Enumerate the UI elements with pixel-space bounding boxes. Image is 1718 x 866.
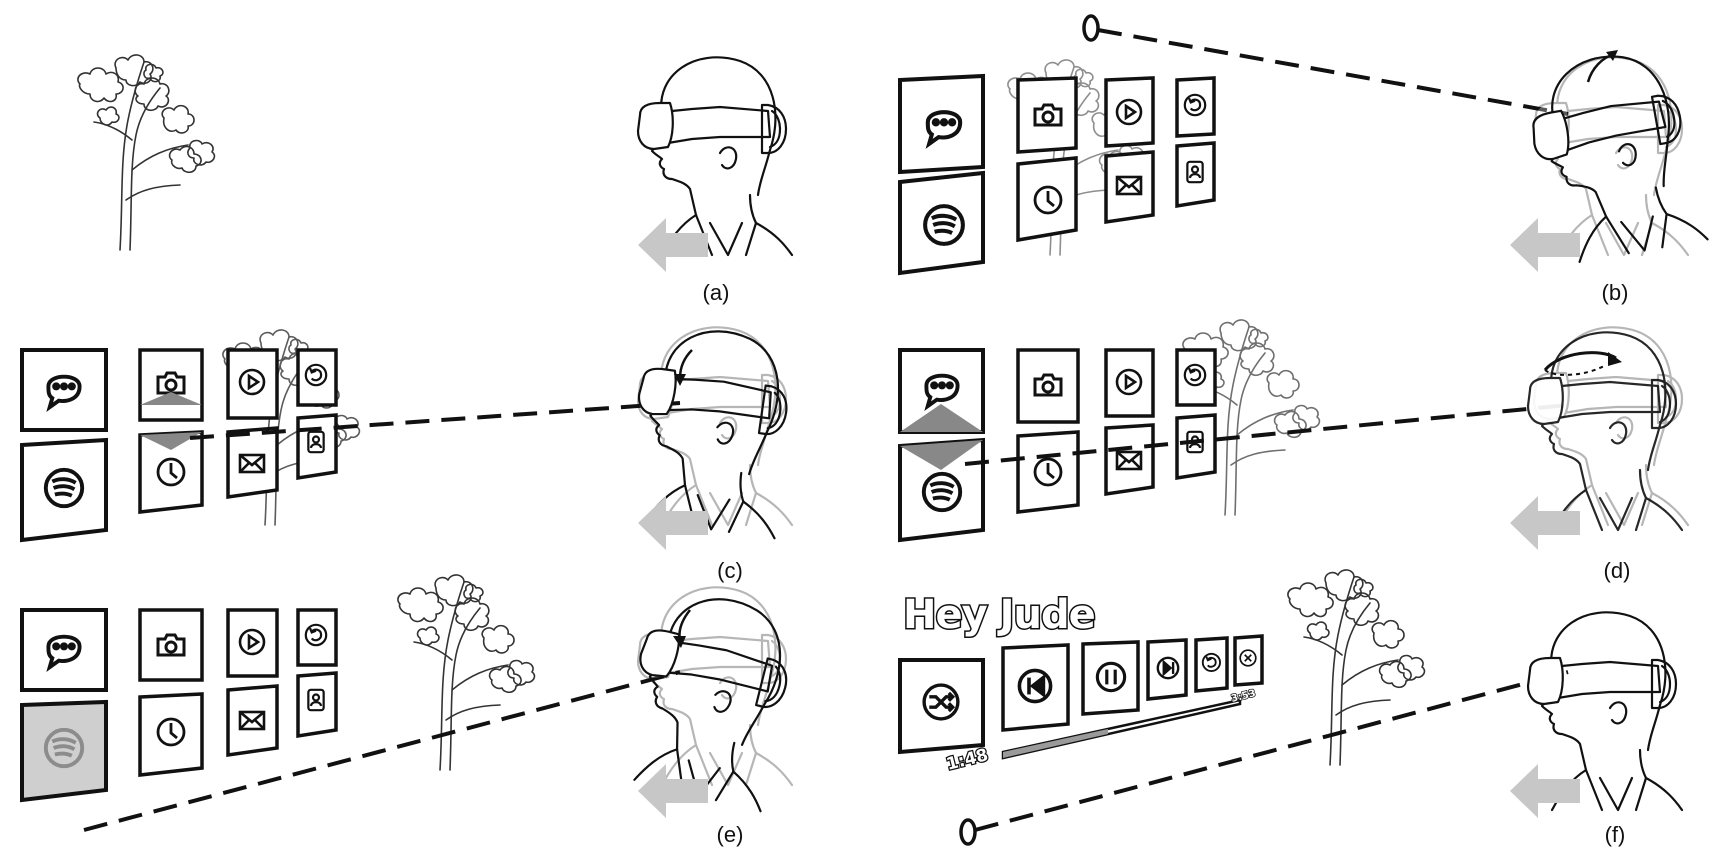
undo-tile[interactable] (1175, 348, 1217, 407)
tree-sketch (77, 54, 216, 251)
menu-large-tiles (20, 608, 108, 803)
music-player: Hey Jude 1:48 3:53 (898, 591, 1264, 776)
total-time: 3:53 (1230, 688, 1257, 705)
gaze-cursor-icon (1082, 14, 1100, 42)
head-tilt-arrow-icon (678, 349, 693, 379)
song-title: Hey Jude (903, 592, 1095, 638)
movement-arrow-icon (1510, 764, 1580, 818)
movement-arrow-icon (1510, 218, 1580, 272)
hover-indicator (900, 440, 983, 470)
gaze-ray (1082, 14, 1569, 116)
hover-indicator (140, 392, 202, 405)
shuffle-button[interactable] (898, 658, 985, 755)
panel-caption: (d) (1604, 558, 1631, 583)
menu-app-grid (1016, 348, 1217, 514)
play-tile[interactable] (1104, 348, 1155, 418)
gaze-cursor-icon (959, 818, 977, 846)
camera-tile[interactable] (138, 608, 204, 682)
hover-indicator (140, 432, 202, 450)
mail-tile[interactable] (1104, 423, 1155, 497)
panel-a: (a) (77, 54, 794, 305)
mail-tile[interactable] (226, 426, 279, 500)
play-tile[interactable] (226, 608, 279, 678)
camera-tile[interactable] (1016, 348, 1080, 424)
panel-caption: (f) (1605, 822, 1626, 847)
head-turn-arrow-icon (1543, 351, 1617, 372)
panel-e: (e) (20, 574, 810, 847)
panel-f: Hey Jude 1:48 3:53 (f) (898, 569, 1684, 847)
pause-button[interactable] (1081, 640, 1140, 716)
play-tile[interactable] (226, 348, 279, 420)
undo-button[interactable] (1194, 636, 1229, 693)
menu-app-grid (1016, 76, 1216, 243)
panel-caption: (b) (1602, 280, 1629, 305)
menu-app-grid (138, 348, 338, 514)
progress-fill (1003, 729, 1108, 758)
progress-bar[interactable] (1001, 698, 1242, 760)
undo-tile[interactable] (296, 608, 338, 667)
contact-tile[interactable] (1175, 413, 1217, 481)
panel-caption: (e) (717, 822, 744, 847)
movement-arrow-icon (638, 764, 708, 818)
gaze-ray (83, 670, 681, 832)
undo-tile[interactable] (296, 348, 338, 407)
menu-large-tiles (898, 73, 985, 276)
spotify-tile-selected[interactable] (20, 699, 108, 803)
hover-indicator (900, 404, 983, 432)
close-button[interactable] (1233, 634, 1264, 687)
menu-large-tiles (20, 348, 108, 543)
contact-tile[interactable] (296, 671, 338, 739)
panel-c: (c) (20, 319, 804, 583)
movement-arrow-icon (638, 218, 708, 272)
camera-tile[interactable] (138, 348, 204, 422)
gaze-ray (964, 403, 1569, 466)
panel-d: (d) (898, 319, 1690, 583)
tree-sketch (1287, 569, 1426, 766)
play-tile[interactable] (1104, 76, 1155, 148)
panel-caption: (a) (703, 280, 730, 305)
contact-tile[interactable] (296, 413, 338, 481)
panel-b: (b) (898, 14, 1709, 305)
person-with-headset (1520, 43, 1709, 268)
menu-large-tiles (898, 348, 985, 543)
movement-arrow-icon (638, 496, 708, 550)
camera-tile[interactable] (1016, 76, 1078, 154)
spotify-tile[interactable] (20, 437, 108, 543)
gaze-ray (189, 401, 681, 440)
menu-app-grid (138, 608, 338, 777)
panel-caption: (c) (717, 558, 743, 583)
person-with-headset (1526, 331, 1684, 532)
gaze-ray (974, 670, 1569, 832)
undo-tile[interactable] (1175, 76, 1216, 138)
